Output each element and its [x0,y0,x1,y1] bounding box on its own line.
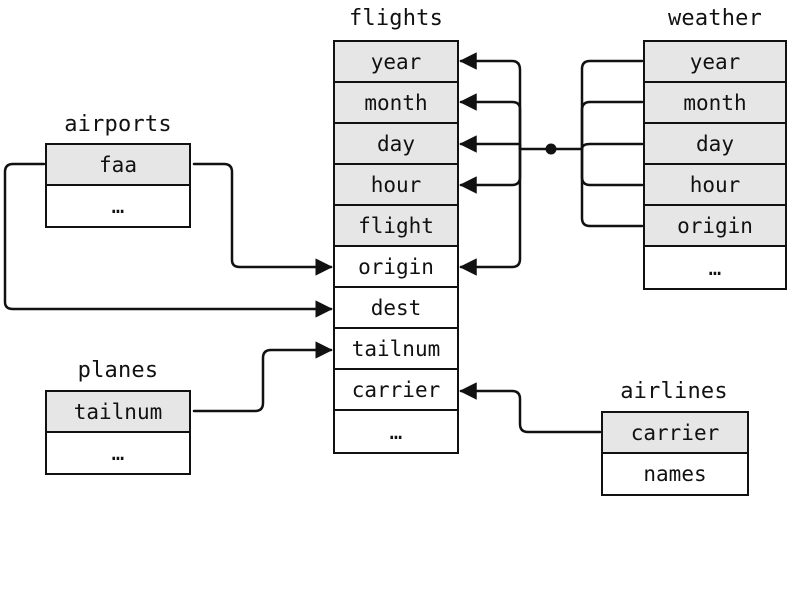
link-airlines-carrier-to-flights-carrier [459,382,602,434]
link-to-flights-year [459,52,522,151]
link-from-weather-year [580,59,644,151]
planes-table: tailnum … [45,390,191,475]
flights-field-origin: origin [335,247,457,288]
flights-table: year month day hour flight origin dest t… [333,40,459,454]
link-to-flights-hour [459,147,522,194]
link-from-weather-month [580,100,644,151]
link-to-flights-day [459,135,522,153]
link-to-flights-origin [459,147,522,276]
flights-title: flights [348,6,444,31]
flights-field-tailnum: tailnum [335,329,457,370]
flights-field-year: year [335,42,457,83]
link-from-weather-day [580,142,644,151]
weather-field-hour: hour [645,165,785,206]
weather-field-more: … [708,255,722,280]
flights-field-day: day [335,124,457,165]
weather-table: year month day hour origin … [643,40,787,290]
planes-title: planes [77,358,159,383]
link-airports-faa-to-flights-dest [3,162,333,318]
link-from-weather-origin [580,147,644,228]
weather-field-month: month [645,83,785,124]
flights-field-month: month [335,83,457,124]
weather-field-origin: origin [645,206,785,247]
airports-field-more: … [111,194,125,218]
flights-field-flight: flight [335,206,457,247]
airlines-table: carrier names [601,411,749,496]
flights-field-dest: dest [335,288,457,329]
airlines-field-names: names [643,462,707,486]
link-planes-tailnum-to-flights-tailnum [192,341,333,413]
link-to-flights-month [459,93,522,151]
flights-field-more: … [389,419,403,444]
link-airports-faa-to-flights-origin [192,162,333,276]
flights-field-carrier: carrier [335,370,457,411]
weather-field-day: day [645,124,785,165]
airports-title: airports [64,112,172,137]
airlines-title: airlines [620,379,728,404]
airports-field-faa: faa [47,145,189,186]
junction-dot [545,143,557,155]
flights-field-hour: hour [335,165,457,206]
planes-field-more: … [111,441,125,465]
weather-field-year: year [645,42,785,83]
airlines-field-carrier: carrier [603,413,747,454]
weather-title: weather [667,6,763,31]
airports-table: faa … [45,143,191,228]
link-from-weather-hour [580,147,644,187]
planes-field-tailnum: tailnum [47,392,189,433]
